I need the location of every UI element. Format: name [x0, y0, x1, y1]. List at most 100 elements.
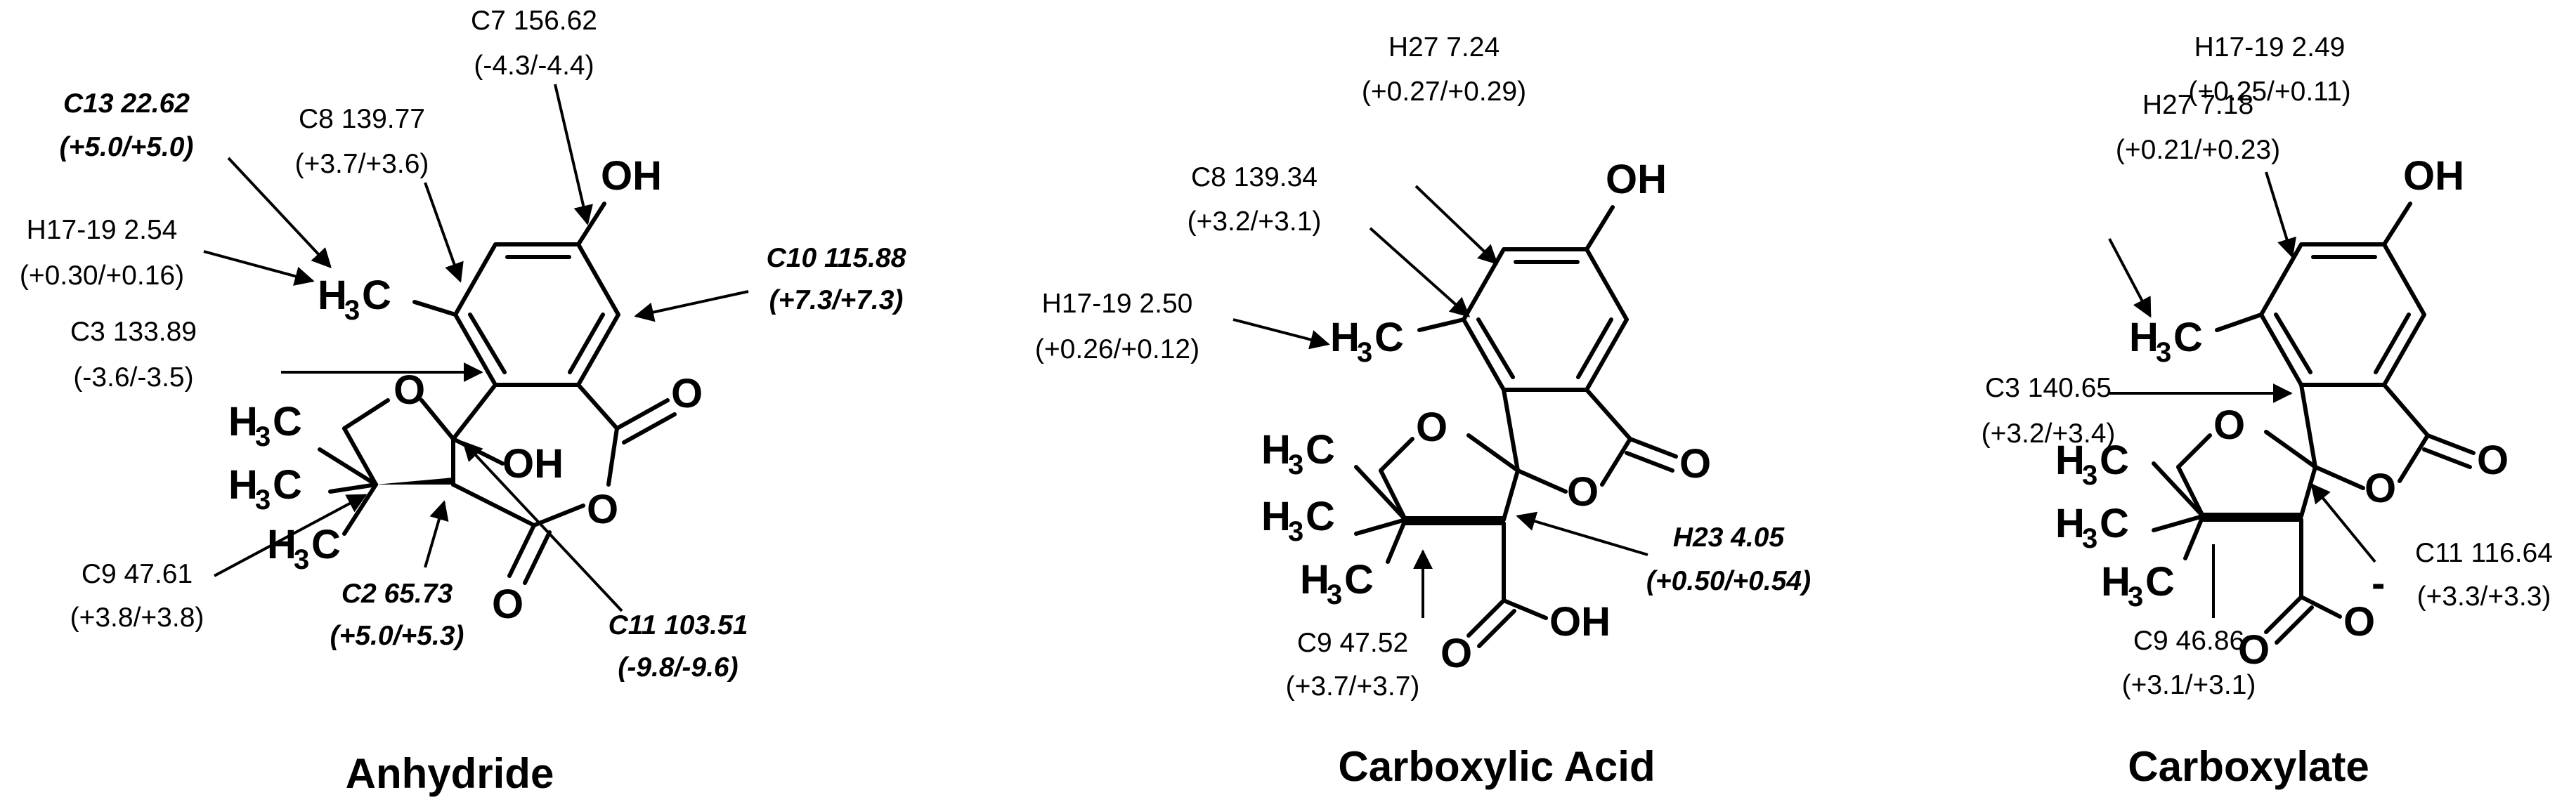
methyl-group: H 3 C: [1330, 315, 1404, 368]
atom-o-ring: O: [1567, 469, 1599, 515]
annotation-c3: C3 133.89 (-3.6/-3.5): [70, 317, 197, 393]
methyl-group: H 3 C: [267, 522, 341, 575]
svg-text:(-4.3/-4.4): (-4.3/-4.4): [474, 51, 594, 81]
svg-text:C9 46.86: C9 46.86: [2133, 626, 2244, 656]
svg-text:C: C: [2173, 315, 2203, 360]
bond-ring: [576, 383, 619, 430]
svg-text:(-9.8/-9.6): (-9.8/-9.6): [618, 652, 738, 683]
annotation-h27: H27 7.24 (+0.27/+0.29): [1362, 32, 1526, 107]
annotation-c9: C9 46.86 (+3.1/+3.1): [2122, 626, 2256, 700]
annotation-c10: C10 115.88 (+7.3/+7.3): [767, 243, 906, 315]
methyl-group: H 3 C: [1261, 494, 1335, 547]
arrow-h17: [1232, 318, 1330, 350]
atom-oh: OH: [1606, 157, 1667, 202]
svg-text:C: C: [311, 522, 341, 567]
methyl-group: H 3 C: [2101, 559, 2175, 612]
annotation-c11: C11 116.64 (+3.3/+3.3): [2415, 538, 2553, 612]
atom-o-furan: O: [393, 367, 425, 413]
arrow-h17: [2108, 238, 2152, 318]
arrow-c8: [1369, 227, 1471, 317]
panel-carboxylate: OH H 3 C O O O H 3 C H 3: [1982, 32, 2553, 790]
annotation-h17: H17-19 2.54 (+0.30/+0.16): [20, 215, 184, 291]
panel-carboxylic-acid: OH H 3 C O O O H 3 C H 3: [1035, 32, 1811, 790]
svg-text:(+3.8/+3.8): (+3.8/+3.8): [70, 603, 204, 633]
atom-o-carbonyl-1: O: [671, 371, 703, 416]
methyl-group: H 3 C: [318, 272, 391, 326]
panel-title-carboxylate: Carboxylate: [2128, 743, 2369, 790]
methyl-group: H 3 C: [2129, 315, 2203, 368]
svg-text:C3 140.65: C3 140.65: [1985, 373, 2112, 403]
arrow-c9: [214, 494, 367, 577]
svg-text:H17-19 2.54: H17-19 2.54: [27, 215, 178, 245]
benzene-ring: [2259, 242, 2426, 387]
svg-text:H27 7.24: H27 7.24: [1388, 32, 1500, 63]
annotation-c3: C3 140.65 (+3.2/+3.4): [1982, 373, 2116, 449]
svg-text:3: 3: [344, 295, 360, 326]
svg-text:H: H: [228, 399, 258, 445]
atom-o-carbonyl: O: [2477, 438, 2509, 483]
bold-bond: [376, 478, 453, 485]
svg-text:H: H: [318, 272, 347, 318]
svg-text:(+0.21/+0.23): (+0.21/+0.23): [2116, 135, 2280, 165]
atom-o-acid: O: [1440, 631, 1472, 676]
methyl-group: H 3 C: [228, 462, 302, 515]
svg-text:H: H: [1261, 494, 1291, 539]
atom-o-ring: O: [2364, 466, 2396, 511]
annotation-c9: C9 47.61 (+3.8/+3.8): [70, 559, 204, 633]
svg-text:H: H: [2129, 315, 2159, 360]
svg-text:C: C: [2100, 438, 2129, 483]
arrow-h23: [1516, 511, 1648, 556]
methyl-group: H 3 C: [1300, 557, 1374, 610]
svg-text:H: H: [2101, 559, 2131, 605]
svg-text:3: 3: [1288, 449, 1303, 480]
svg-text:H27 7.18: H27 7.18: [2142, 90, 2253, 120]
atom-o-carboxylate: O: [2238, 627, 2270, 673]
svg-text:C13 22.62: C13 22.62: [63, 88, 190, 119]
svg-text:(+3.2/+3.1): (+3.2/+3.1): [1188, 206, 1322, 237]
methyl-group: H 3 C: [1261, 427, 1335, 480]
svg-text:C: C: [273, 462, 302, 508]
svg-text:(+3.7/+3.6): (+3.7/+3.6): [295, 149, 429, 179]
svg-text:H: H: [1330, 315, 1360, 360]
svg-text:C3 133.89: C3 133.89: [70, 317, 197, 347]
svg-text:3: 3: [255, 485, 271, 515]
annotation-c8: C8 139.77 (+3.7/+3.6): [295, 104, 429, 179]
svg-text:(+3.2/+3.4): (+3.2/+3.4): [1982, 419, 2116, 449]
svg-text:3: 3: [2082, 523, 2097, 554]
svg-text:3: 3: [1327, 579, 1342, 610]
svg-text:(+5.0/+5.3): (+5.0/+5.3): [330, 621, 464, 651]
svg-text:H17-19 2.50: H17-19 2.50: [1042, 289, 1193, 319]
svg-text:H: H: [2055, 438, 2085, 483]
svg-text:C: C: [2145, 559, 2175, 605]
svg-text:H17-19 2.49: H17-19 2.49: [2194, 32, 2346, 63]
arrow-h27: [1414, 185, 1499, 265]
arrow-c11: [462, 440, 623, 612]
svg-text:3: 3: [1288, 516, 1303, 547]
benzene-ring: [453, 242, 620, 387]
svg-text:C: C: [273, 399, 302, 445]
annotation-c11: C11 103.51 (-9.8/-9.6): [609, 610, 748, 683]
svg-text:C: C: [1344, 557, 1374, 603]
svg-text:(+3.3/+3.3): (+3.3/+3.3): [2417, 581, 2551, 612]
svg-text:(+0.27/+0.29): (+0.27/+0.29): [1362, 77, 1526, 107]
atom-o-minus: O: [2343, 599, 2375, 645]
svg-text:(+7.3/+7.3): (+7.3/+7.3): [769, 285, 904, 315]
methyl-group: H 3 C: [2055, 438, 2129, 491]
arrow-c8: [424, 182, 464, 283]
svg-text:C: C: [2100, 501, 2129, 546]
svg-text:C2 65.73: C2 65.73: [341, 579, 453, 609]
svg-text:3: 3: [1357, 337, 1372, 368]
svg-text:C: C: [362, 272, 391, 318]
panel-title-anhydride: Anhydride: [346, 750, 554, 797]
annotation-c2: C2 65.73 (+5.0/+5.3): [330, 579, 464, 651]
svg-text:(-3.6/-3.5): (-3.6/-3.5): [73, 362, 193, 393]
arrow-c11: [2310, 482, 2376, 563]
svg-text:(+5.0/+5.0): (+5.0/+5.0): [60, 132, 194, 162]
annotation-c8: C8 139.34 (+3.2/+3.1): [1188, 162, 1322, 237]
svg-text:C8 139.77: C8 139.77: [299, 104, 425, 134]
atom-oh: OH: [2403, 153, 2464, 199]
atom-oh: OH: [601, 153, 662, 199]
svg-text:3: 3: [2156, 337, 2171, 368]
arrow-c2: [424, 500, 449, 568]
